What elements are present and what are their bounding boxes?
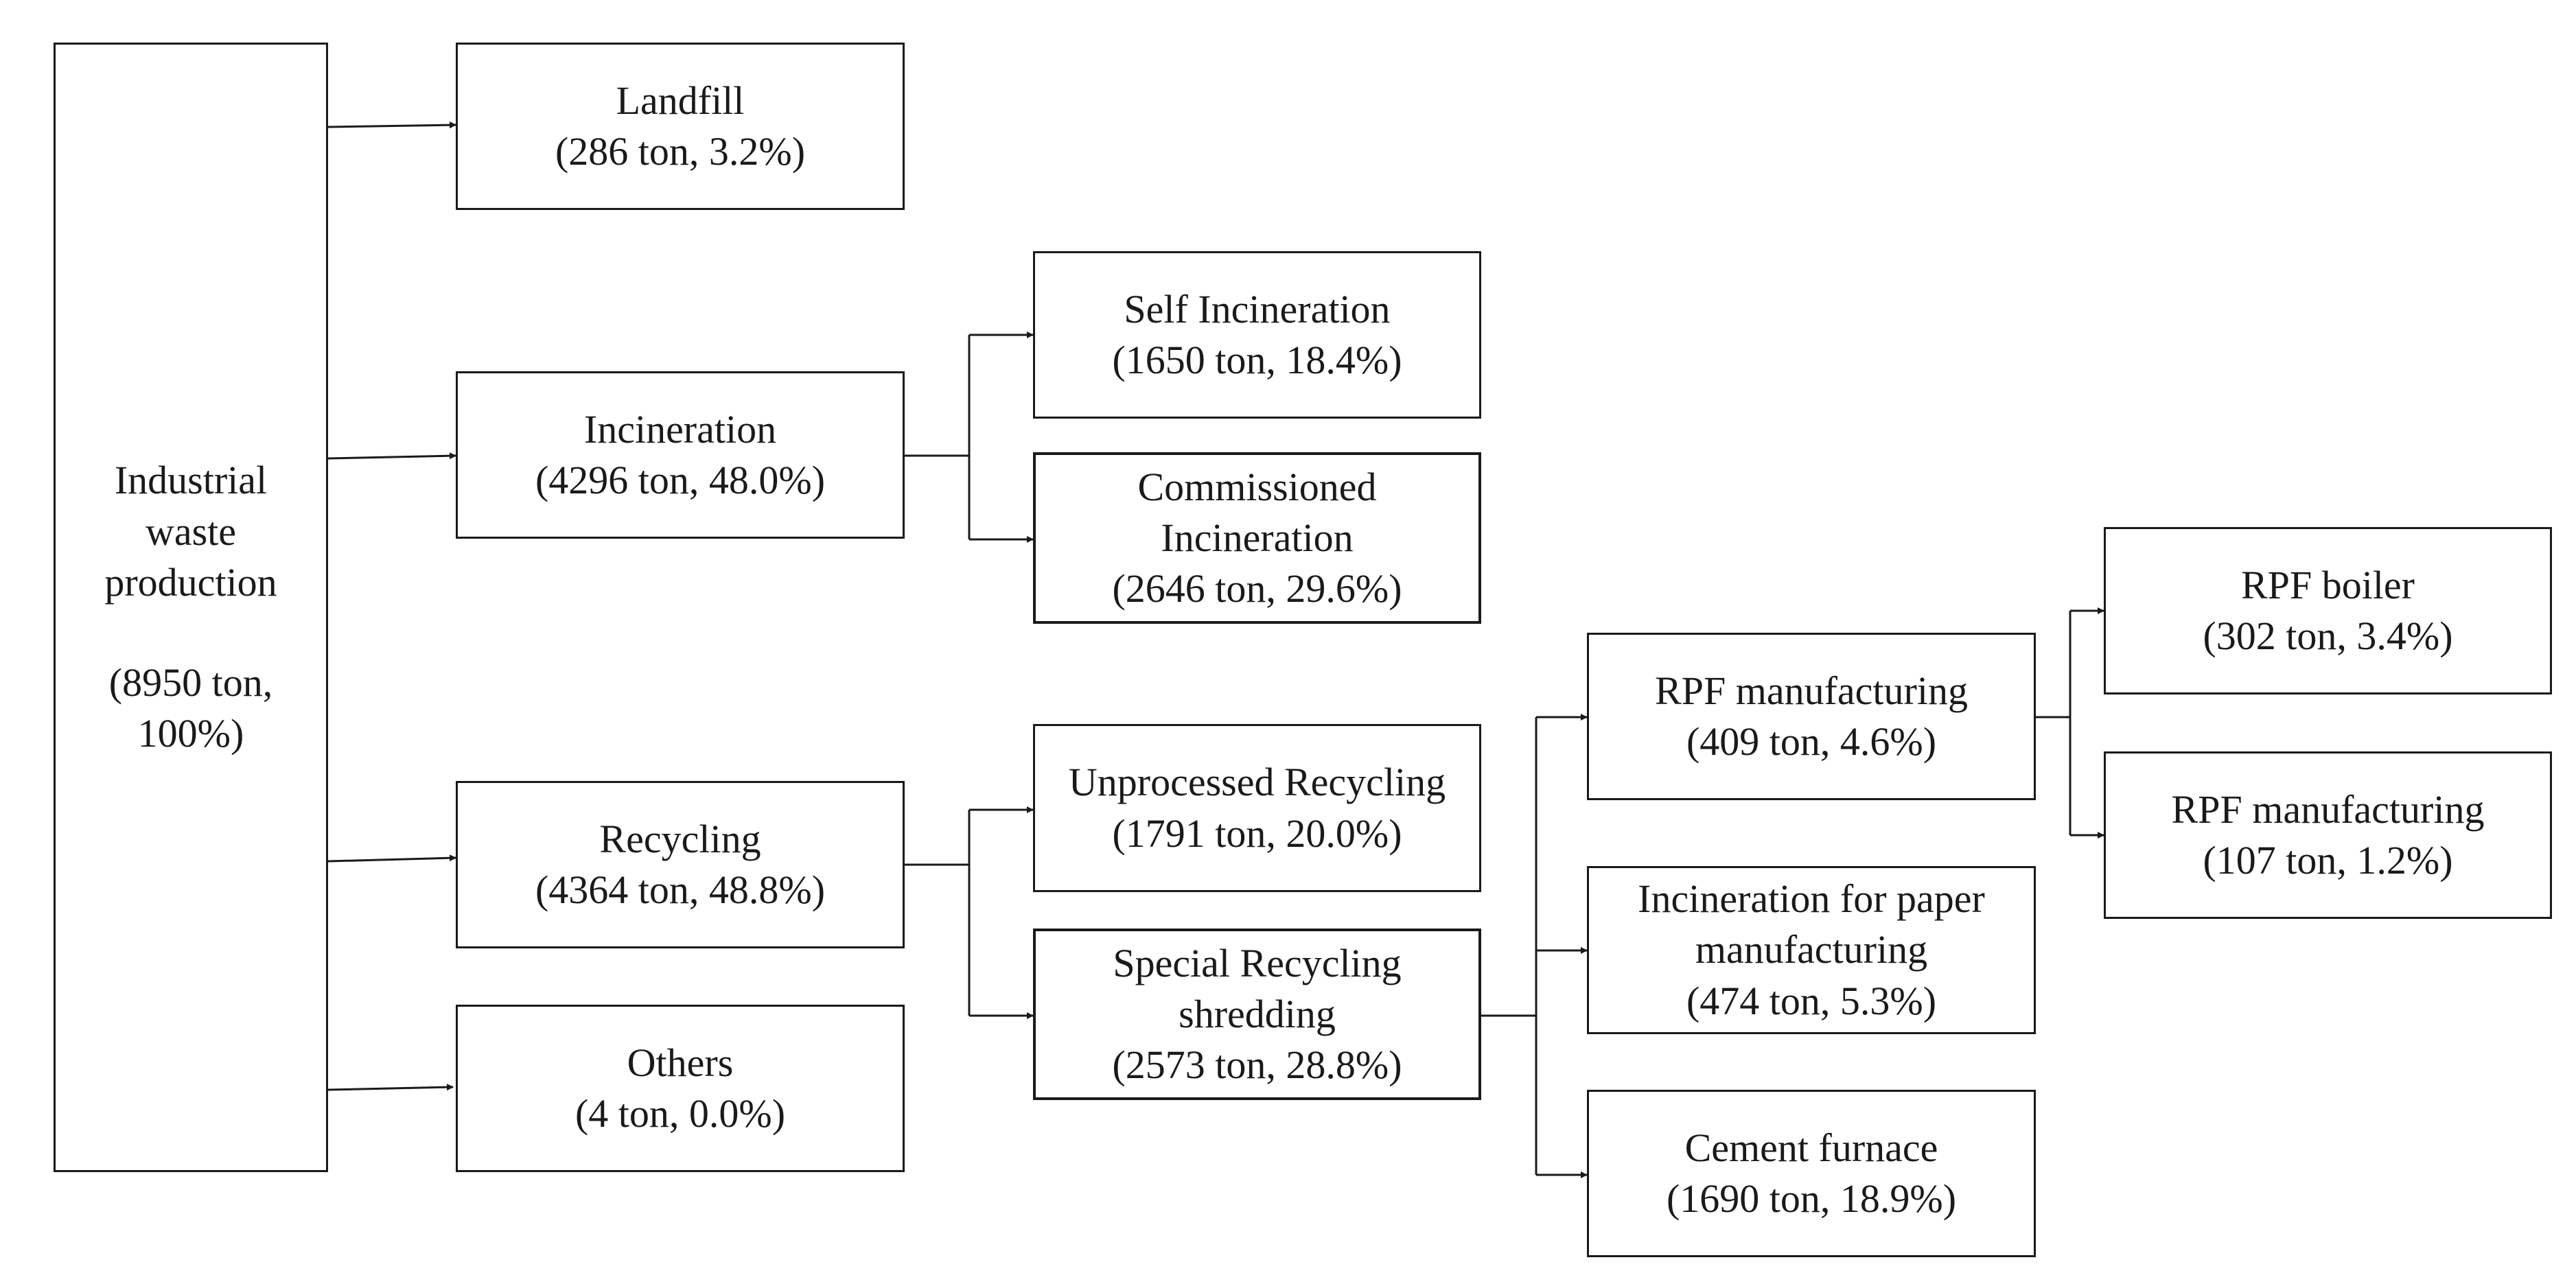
self-incineration-value: (1650 ton, 18.4%)	[1112, 338, 1402, 382]
rpf-boiler-value: (302 ton, 3.4%)	[2203, 614, 2453, 658]
node-commissioned-incineration: Commissioned Incineration (2646 ton, 29.…	[1033, 452, 1481, 624]
cement-furnace-label: Cement furnace	[1684, 1125, 1938, 1170]
root-label-line-3: production	[104, 559, 277, 605]
root-label-line-2: waste	[145, 509, 237, 554]
commissioned-label-line-1: Commissioned	[1137, 464, 1377, 509]
self-incineration-label: Self Incineration	[1124, 286, 1391, 331]
commissioned-label-line-2: Incineration	[1161, 515, 1354, 560]
commissioned-value: (2646 ton, 29.6%)	[1112, 566, 1402, 611]
rpf-manufacturing-label: RPF manufacturing	[1655, 668, 1968, 713]
landfill-label: Landfill	[616, 78, 745, 123]
node-self-incineration: Self Incineration (1650 ton, 18.4%)	[1033, 251, 1481, 419]
rpf-manufacturing-2-value: (107 ton, 1.2%)	[2203, 838, 2453, 883]
rpf-manufacturing-2-label: RPF manufacturing	[2171, 786, 2485, 832]
arrow-root-to-others	[327, 1084, 454, 1091]
recycling-value: (4364 ton, 48.8%)	[535, 867, 826, 912]
node-landfill: Landfill (286 ton, 3.2%)	[456, 43, 905, 210]
special-recycling-value: (2573 ton, 28.8%)	[1112, 1042, 1402, 1088]
arrow-root-to-recycling	[327, 854, 456, 863]
special-recycling-label-line-1: Special Recycling	[1113, 940, 1402, 985]
root-value-line-2: 100%)	[137, 711, 244, 756]
rpf-boiler-label: RPF boiler	[2241, 562, 2415, 607]
node-cement-furnace: Cement furnace (1690 ton, 18.9%)	[1587, 1090, 2036, 1257]
unprocessed-recycling-value: (1791 ton, 20.0%)	[1112, 810, 1402, 856]
incineration-value: (4296 ton, 48.0%)	[535, 458, 826, 502]
paper-incineration-label-line-1: Incineration for paper	[1638, 876, 1985, 922]
arrow-root-to-incineration	[327, 452, 456, 460]
node-incineration-for-paper-manufacturing: Incineration for paper manufacturing (47…	[1587, 866, 2036, 1034]
node-incineration: Incineration (4296 ton, 48.0%)	[456, 371, 905, 539]
node-unprocessed-recycling: Unprocessed Recycling (1791 ton, 20.0%)	[1033, 724, 1481, 892]
unprocessed-recycling-label: Unprocessed Recycling	[1068, 760, 1446, 805]
node-special-recycling: Special Recycling shredding (2573 ton, 2…	[1033, 929, 1481, 1100]
root-value-line-1: (8950 ton,	[108, 660, 273, 705]
others-label: Others	[627, 1040, 734, 1085]
rpf-manufacturing-value: (409 ton, 4.6%)	[1686, 719, 1937, 764]
node-rpf-manufacturing-2: RPF manufacturing (107 ton, 1.2%)	[2104, 751, 2552, 919]
cement-furnace-value: (1690 ton, 18.9%)	[1666, 1176, 1957, 1221]
node-recycling: Recycling (4364 ton, 48.8%)	[456, 781, 905, 948]
node-rpf-manufacturing: RPF manufacturing (409 ton, 4.6%)	[1587, 633, 2036, 800]
special-recycling-label-line-2: shredding	[1179, 991, 1336, 1036]
node-others: Others (4 ton, 0.0%)	[456, 1005, 905, 1172]
incineration-label: Incineration	[583, 406, 777, 452]
landfill-value: (286 ton, 3.2%)	[555, 129, 806, 174]
arrow-root-to-landfill	[327, 121, 456, 129]
recycling-label: Recycling	[599, 816, 761, 861]
node-rpf-boiler: RPF boiler (302 ton, 3.4%)	[2104, 527, 2552, 694]
node-industrial-waste-production: Industrial waste production (8950 ton, 1…	[54, 43, 328, 1172]
paper-incineration-value: (474 ton, 5.3%)	[1686, 978, 1937, 1023]
root-label-line-1: Industrial	[114, 458, 268, 503]
paper-incineration-label-line-2: manufacturing	[1695, 927, 1928, 972]
others-value: (4 ton, 0.0%)	[575, 1091, 786, 1136]
